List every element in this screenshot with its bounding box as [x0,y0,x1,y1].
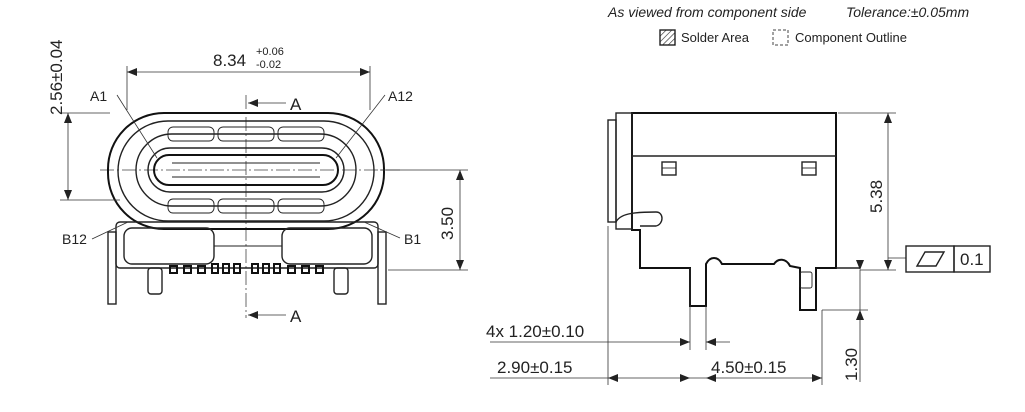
pin-label-b12: B12 [62,231,87,247]
front-right-height-dimension: 3.50 [438,207,457,240]
pin-width-dimension: 4x 1.20±0.10 [486,322,584,341]
front-right-leg [377,231,387,305]
legend-component-outline: Component Outline [795,30,907,45]
side-body [631,112,837,311]
shell-inner [117,120,375,222]
front-left-leg [107,231,117,305]
flatness-icon [915,251,946,267]
left-offset-dimension: 2.90±0.15 [497,358,573,377]
receptacle-opening [135,133,357,207]
flatness-value: 0.1 [960,250,984,269]
pin-label-a12: A12 [388,88,413,104]
right-offset-dimension: 4.50±0.15 [711,358,787,377]
width-tolerance-lower: -0.02 [256,59,281,71]
section-marker-bottom: A [290,307,302,326]
side-flange-outer [607,119,617,223]
pin-label-a1: A1 [90,88,107,104]
front-height-dimension: 2.56±0.04 [47,39,66,115]
side-view: 5.38 0.1 4x 1.20±0.10 2.90±0.15 4.50±0.1… [486,112,991,385]
component-outline-swatch [772,29,789,46]
shell-outer [107,112,385,230]
tolerance-note: Tolerance:±0.05mm [846,4,969,20]
section-marker-top: A [290,95,302,114]
pin-length-dimension: 1.30 [842,348,861,381]
view-note: As viewed from component side [607,4,807,20]
legend: Solder Area Component Outline [659,29,907,46]
legend-solder-area: Solder Area [681,30,750,45]
front-pins [169,263,324,274]
width-dimension: 8.34 [213,51,246,70]
front-view: A1 A12 B12 B1 A A 8.34 +0.06 -0.02 2.56±… [47,39,468,326]
tongue-outline [147,147,345,193]
width-tolerance-upper: +0.06 [256,46,284,58]
flatness-callout: 0.1 [905,245,991,273]
solder-area-swatch [659,29,676,46]
pin-label-b1: B1 [404,231,421,247]
tongue [153,154,339,186]
side-flange [615,112,633,230]
side-height-dimension: 5.38 [867,180,886,213]
